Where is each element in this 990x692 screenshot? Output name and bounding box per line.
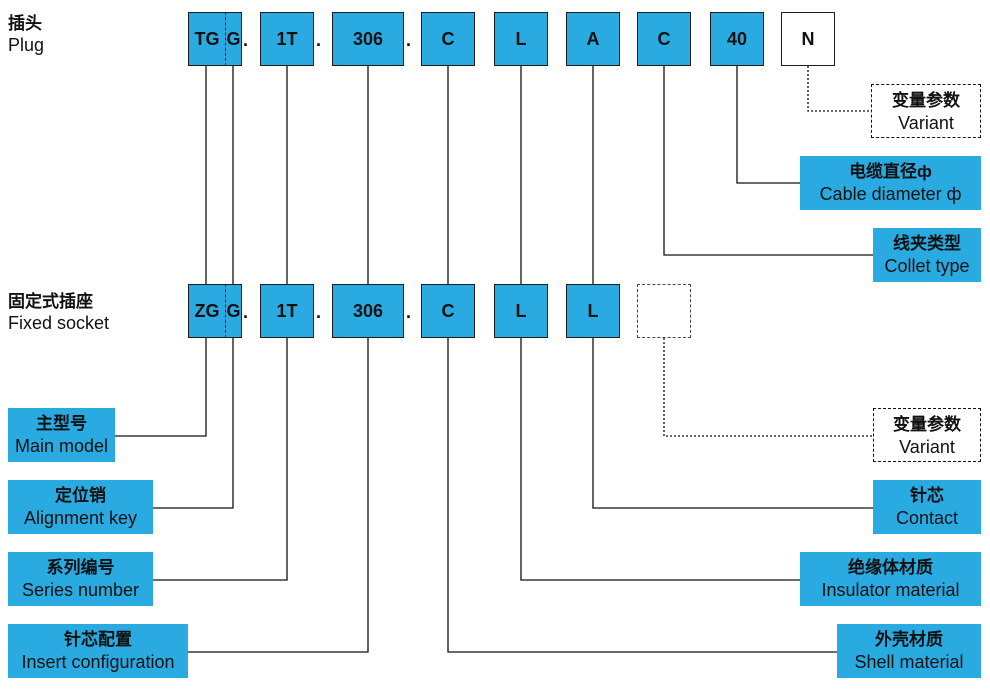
label-zh: 定位销	[55, 486, 106, 505]
separator-dot: .	[406, 302, 412, 322]
label-en: Main model	[14, 436, 109, 456]
label-zh: 变量参数	[893, 415, 961, 434]
label-zh: 变量参数	[892, 91, 960, 110]
plug-code-cable-diameter: 40	[710, 12, 764, 66]
socket-code-contact: L	[566, 284, 620, 338]
plug-code-tg: TG	[194, 28, 220, 49]
socket-code-insulator: L	[494, 284, 548, 338]
label-en: Cable diameter ф	[819, 184, 962, 204]
label-zh: 针芯配置	[64, 630, 132, 649]
plug-code-series: 1T	[260, 12, 314, 66]
plug-code-g: G	[225, 12, 241, 66]
label-contact: 针芯 Contact	[873, 480, 981, 534]
label-insulator-material: 绝缘体材质 Insulator material	[800, 552, 981, 606]
label-zh: 针芯	[910, 486, 944, 505]
label-en: Variant	[899, 437, 955, 457]
plug-code-shell: C	[421, 12, 475, 66]
separator-dot: .	[316, 302, 322, 322]
label-variant-socket: 变量参数 Variant	[873, 408, 981, 462]
plug-code-insert: 306	[332, 12, 404, 66]
label-zh: 主型号	[36, 414, 87, 433]
socket-heading: 固定式插座 Fixed socket	[8, 292, 109, 334]
socket-code-variant	[637, 284, 691, 338]
socket-code-g: G	[225, 284, 241, 338]
plug-heading-zh: 插头	[8, 14, 42, 33]
plug-code-insulator: L	[494, 12, 548, 66]
label-zh: 外壳材质	[875, 630, 943, 649]
label-alignment-key: 定位销 Alignment key	[8, 480, 153, 534]
separator-dot: .	[243, 302, 249, 322]
separator-dot: .	[406, 30, 412, 50]
label-collet-type: 线夹类型 Collet type	[873, 228, 981, 282]
label-variant-plug: 变量参数 Variant	[871, 84, 981, 138]
label-zh: 系列编号	[46, 558, 115, 577]
label-cable-diameter: 电缆直径ф Cable diameter ф	[800, 156, 981, 210]
label-en: Series number	[21, 580, 140, 600]
label-en: Collet type	[884, 256, 970, 276]
socket-code-shell: C	[421, 284, 475, 338]
socket-heading-zh: 固定式插座	[8, 292, 93, 311]
plug-heading-en: Plug	[8, 35, 45, 55]
label-en: Contact	[895, 508, 959, 528]
label-zh: 电缆直径ф	[849, 162, 932, 181]
socket-code-insert: 306	[332, 284, 404, 338]
separator-dot: .	[243, 30, 249, 50]
label-zh: 线夹类型	[893, 234, 961, 253]
plug-code-collet: C	[637, 12, 691, 66]
socket-code-zg: ZG	[194, 300, 220, 321]
plug-code-contact: A	[566, 12, 620, 66]
label-en: Insulator material	[821, 580, 960, 600]
label-en: Variant	[898, 113, 954, 133]
label-zh: 绝缘体材质	[848, 558, 933, 577]
label-shell-material: 外壳材质 Shell material	[837, 624, 981, 678]
socket-heading-en: Fixed socket	[8, 313, 110, 333]
separator-dot: .	[316, 30, 322, 50]
label-en: Insert configuration	[21, 652, 175, 672]
plug-heading: 插头 Plug	[8, 14, 44, 56]
plug-code-variant: N	[781, 12, 835, 66]
label-en: Alignment key	[23, 508, 138, 528]
label-insert-configuration: 针芯配置 Insert configuration	[8, 624, 188, 678]
label-main-model: 主型号 Main model	[8, 408, 115, 462]
socket-code-series: 1T	[260, 284, 314, 338]
label-series-number: 系列编号 Series number	[8, 552, 153, 606]
label-en: Shell material	[854, 652, 964, 672]
